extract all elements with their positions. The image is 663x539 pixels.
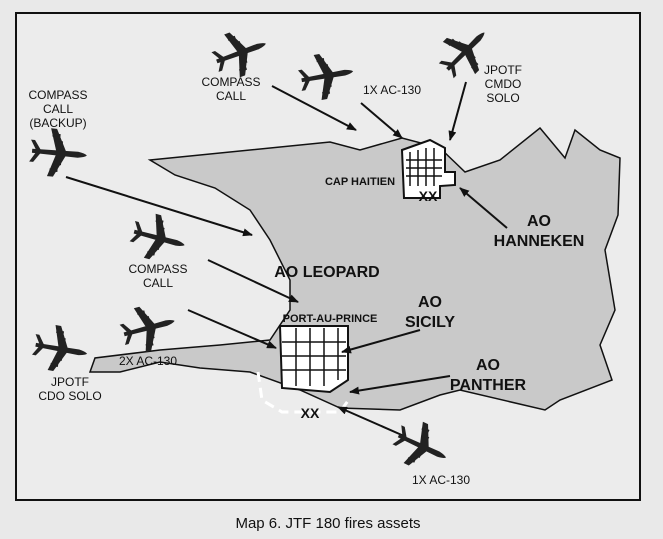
- ao-label-panther-line2: PANTHER: [450, 377, 527, 394]
- ao-label-sicily-line2: SICILY: [405, 314, 455, 331]
- asset-label-compass-call-backup-line3: (BACKUP): [29, 116, 86, 130]
- arrow-jpotf-cmdo: [448, 81, 467, 141]
- city-label-cap-haitien: CAP HAITIEN: [325, 176, 395, 188]
- arrow-compass-call-north: [271, 85, 357, 131]
- asset-label-compass-call-north: COMPASS: [201, 75, 260, 89]
- division-boundary-symbol: XX: [419, 188, 438, 204]
- asset-label-compass-call-north-line2: CALL: [216, 89, 246, 103]
- asset-arrows: [65, 81, 508, 437]
- asset-label-jpotf-cdo-solo-line2: CDO SOLO: [38, 389, 101, 403]
- asset-label-jpotf-cmdo-solo-line3: SOLO: [486, 91, 519, 105]
- ao-label-sicily: AO: [418, 294, 442, 311]
- asset-label-jpotf-cmdo-solo-line2: CMDO: [485, 77, 522, 91]
- ao-label-hanneken-line2: HANNEKEN: [494, 233, 585, 250]
- asset-label-compass-call-west: COMPASS: [128, 262, 187, 276]
- cap-haitien-area: [400, 138, 456, 199]
- asset-label-ac130-west: 2X AC-130: [119, 354, 177, 368]
- ao-label-panther: AO: [476, 357, 500, 374]
- asset-label-ac130-north: 1X AC-130: [363, 83, 421, 97]
- asset-label-compass-call-backup-line2: CALL: [43, 102, 73, 116]
- arrow-ac130-west: [187, 309, 277, 349]
- asset-label-ac130-south: 1X AC-130: [412, 473, 470, 487]
- map-caption: Map 6. JTF 180 fires assets: [235, 515, 420, 532]
- ao-label-hanneken: AO: [527, 213, 551, 230]
- arrow-ao-sicily: [341, 329, 421, 354]
- asset-label-jpotf-cmdo-solo: JPOTF: [484, 63, 522, 77]
- ao-label-leopard: AO LEOPARD: [274, 264, 379, 281]
- asset-label-compass-call-west-line2: CALL: [143, 276, 173, 290]
- arrow-compass-call-backup: [65, 176, 253, 237]
- asset-label-jpotf-cdo-solo: JPOTF: [51, 375, 89, 389]
- division-boundary-symbol: XX: [301, 405, 320, 421]
- arrow-compass-call-west: [207, 259, 299, 303]
- arrow-ao-hanneken: [459, 187, 508, 229]
- arrow-ac130-south: [337, 406, 405, 437]
- asset-label-compass-call-backup: COMPASS: [28, 88, 87, 102]
- arrow-ac130-north: [360, 102, 403, 139]
- city-label-port-au-prince: PORT-AU-PRINCE: [283, 313, 378, 325]
- arrow-ao-panther: [349, 375, 451, 395]
